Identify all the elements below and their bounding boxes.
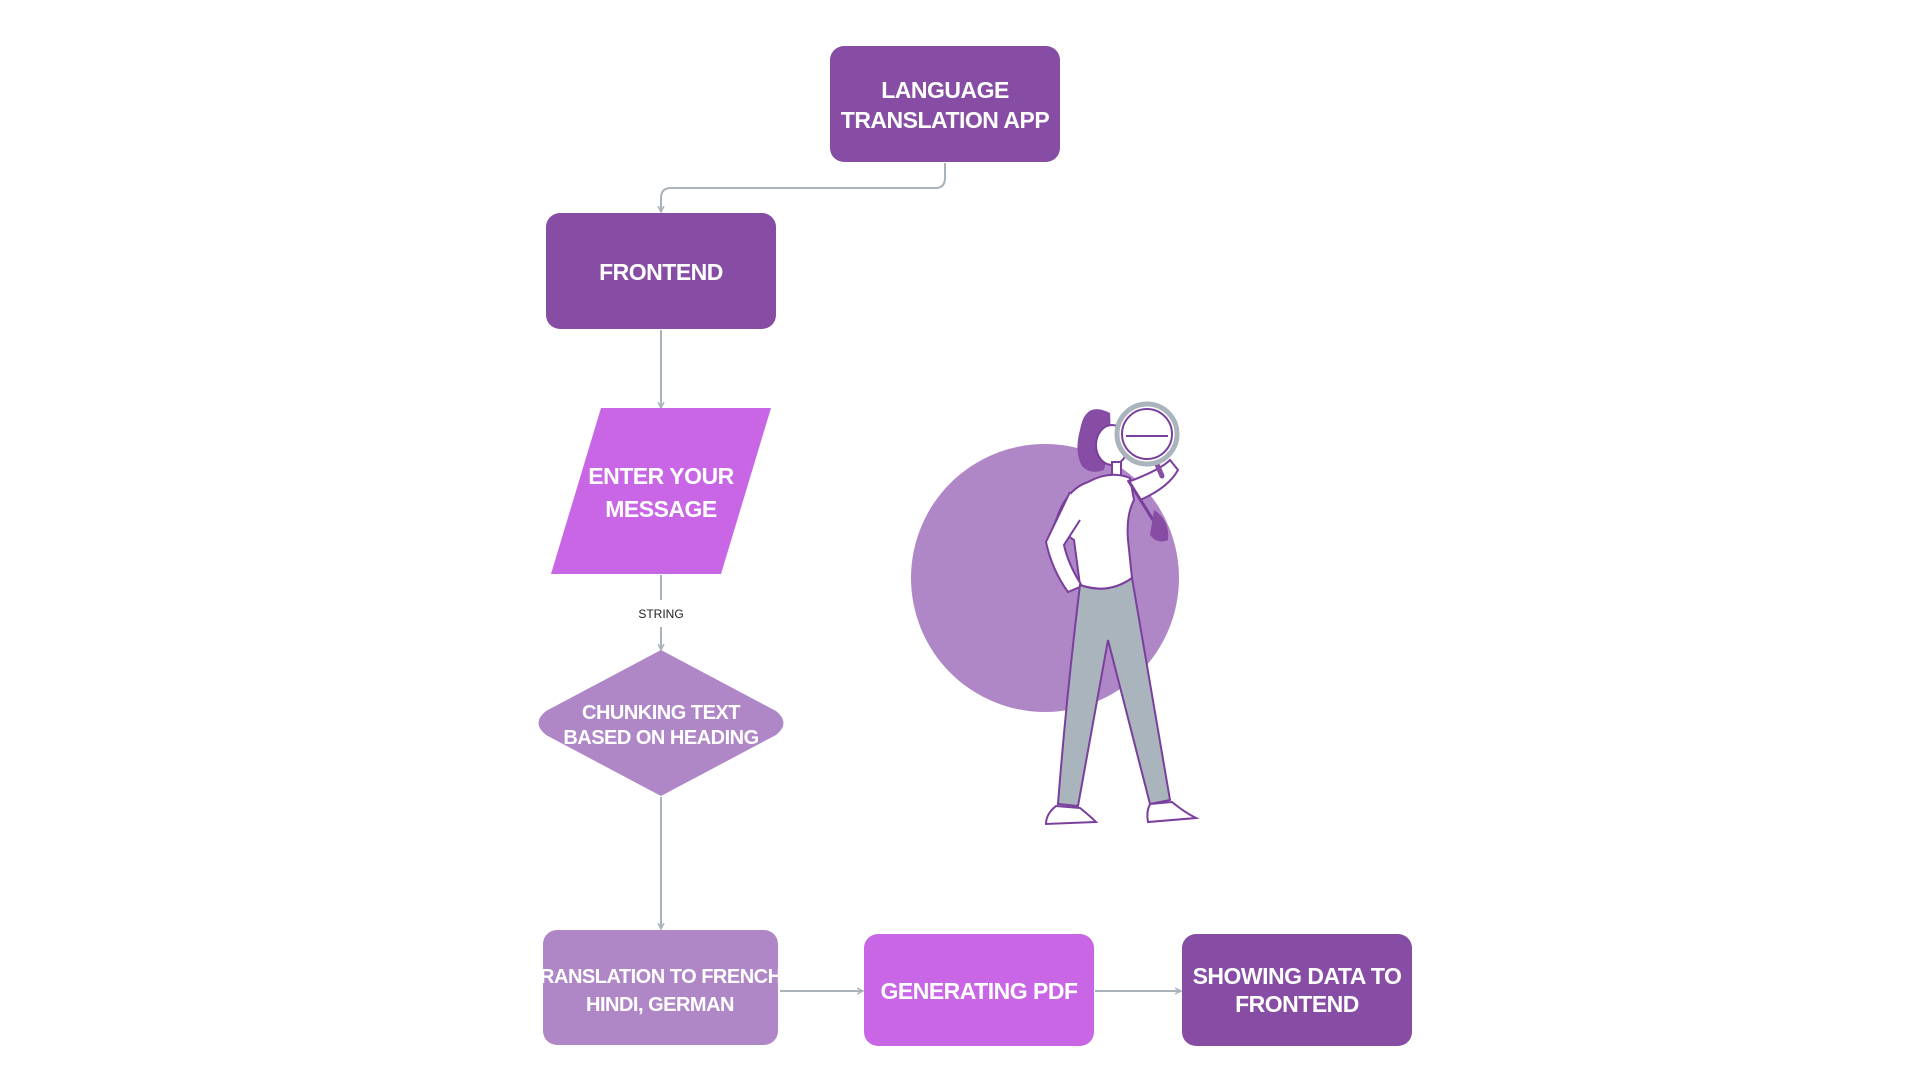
svg-text:LANGUAGE: LANGUAGE xyxy=(881,77,1009,103)
node-enter-message: ENTER YOUR MESSAGE xyxy=(551,408,771,574)
node-language-app: LANGUAGE TRANSLATION APP xyxy=(830,46,1060,162)
svg-text:FRONTEND: FRONTEND xyxy=(599,259,723,285)
svg-text:MESSAGE: MESSAGE xyxy=(605,496,717,522)
svg-text:HINDI, GERMAN: HINDI, GERMAN xyxy=(586,994,734,1016)
node-translation: TRANSLATION TO FRENCH , HINDI, GERMAN xyxy=(528,930,792,1045)
node-chunking-decision: CHUNKING TEXT BASED ON HEADING xyxy=(538,650,784,796)
svg-text:TRANSLATION APP: TRANSLATION APP xyxy=(841,107,1050,133)
svg-text:BASED ON HEADING: BASED ON HEADING xyxy=(563,727,758,749)
svg-text:GENERATING PDF: GENERATING PDF xyxy=(880,978,1077,1004)
svg-text:SHOWING DATA TO: SHOWING DATA TO xyxy=(1193,963,1402,989)
svg-text:CHUNKING TEXT: CHUNKING TEXT xyxy=(582,702,740,724)
edge-label-string: STRING xyxy=(638,607,683,621)
svg-text:ENTER YOUR: ENTER YOUR xyxy=(588,463,734,489)
node-frontend: FRONTEND xyxy=(546,213,776,329)
edge-app-to-frontend xyxy=(661,163,946,212)
svg-text:TRANSLATION TO FRENCH ,: TRANSLATION TO FRENCH , xyxy=(528,966,791,988)
node-showing-data: SHOWING DATA TO FRONTEND xyxy=(1182,934,1412,1046)
svg-text:FRONTEND: FRONTEND xyxy=(1235,991,1359,1017)
node-generating-pdf: GENERATING PDF xyxy=(864,934,1094,1046)
person-with-magnifying-glass-icon xyxy=(911,401,1200,826)
